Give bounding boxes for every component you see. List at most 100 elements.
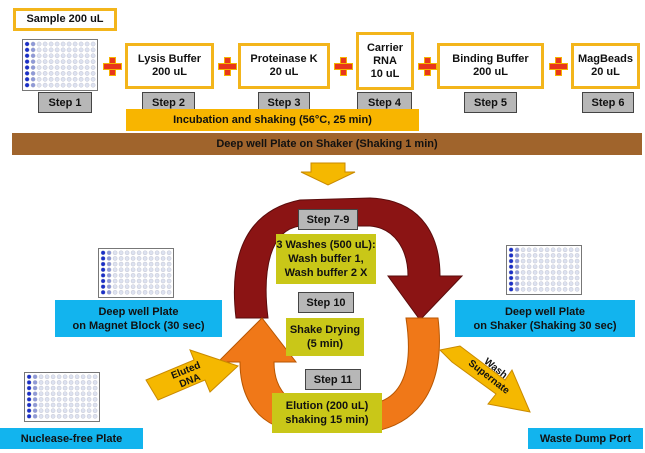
plate-well [80,385,86,391]
plate-well [54,59,60,64]
plate-well [556,270,562,275]
binding-buffer-box: Binding Buffer 200 uL [437,43,544,89]
plate-well [30,77,36,82]
plate-well [66,71,72,76]
shaker-plate-label: Deep well Plate on Shaker (Shaking 30 se… [455,300,635,337]
plate-well [56,408,62,413]
plate-well [106,250,112,255]
plus-icon [218,57,237,76]
plate-well [48,65,54,70]
plate-well [106,261,112,267]
plate-well [574,253,580,258]
plate-well [100,261,106,267]
plate-well [32,374,38,379]
plate-well [124,273,130,278]
plate-well [92,414,98,419]
plate-well [568,253,574,258]
plate-well [32,402,38,408]
plate-well [538,275,544,281]
plate-well [24,77,30,82]
plate-well [90,77,96,82]
plate-well [50,380,56,385]
plate-well [84,53,90,59]
plate-well [80,408,86,413]
plate-well [62,397,68,402]
plate-well [38,408,44,413]
plate-well [166,267,172,272]
plate-well [42,41,48,47]
plate-well [68,385,74,391]
plate-well [54,82,60,88]
plate-well [68,374,74,379]
sample-label: Sample 200 uL [13,8,117,31]
plate-well [532,270,538,275]
plate-well [148,284,154,289]
plate-well [100,256,106,261]
plate-well [72,71,78,76]
plate-well [84,59,90,64]
plate-well [148,250,154,255]
plate-well [100,273,106,278]
plate-well [32,380,38,385]
plate-well [130,267,136,272]
plate-well [86,402,92,408]
plate-well [550,264,556,269]
plate-well [24,47,30,53]
plate-well [86,414,92,419]
plate-well [562,270,568,275]
plate-well [36,77,42,82]
plate-well [160,284,166,289]
plate-well [32,414,38,419]
plate-well [56,391,62,396]
plate-well [556,275,562,281]
plate-well [148,290,154,295]
plate-well [90,41,96,47]
plate-well [154,278,160,284]
plate-well [48,59,54,64]
plate-well [60,82,66,88]
plate-well [66,47,72,53]
plate-well [66,82,72,88]
plate-well [32,385,38,391]
plate-well [30,59,36,64]
plate-well [92,397,98,402]
plate-well [32,397,38,402]
plate-well [142,261,148,267]
plate-well [66,53,72,59]
plate-well [74,385,80,391]
plate-well [568,281,574,286]
shaker-plate-icon [506,245,582,295]
plate-well [74,414,80,419]
plate-well [538,281,544,286]
plate-well [562,247,568,252]
plate-well [78,47,84,53]
plate-well [124,290,130,295]
plate-well [66,77,72,82]
plate-well [38,385,44,391]
waste-dump-port-label: Waste Dump Port [528,428,643,449]
plate-well [78,59,84,64]
plate-well [38,380,44,385]
plate-well [118,284,124,289]
plate-well [100,278,106,284]
plate-well [36,71,42,76]
step-11-label: Step 11 [305,369,361,390]
plate-well [130,278,136,284]
plate-well [106,273,112,278]
plate-well [78,53,84,59]
plate-well [538,258,544,264]
plate-well [42,53,48,59]
plate-well [130,284,136,289]
plate-well [166,290,172,295]
plate-well [54,65,60,70]
plate-well [56,402,62,408]
plate-well [90,47,96,53]
plate-well [550,258,556,264]
plate-well [160,273,166,278]
plate-well [136,267,142,272]
plate-well [556,253,562,258]
plate-well [118,273,124,278]
plate-well [514,270,520,275]
plate-well [50,391,56,396]
plate-well [538,264,544,269]
